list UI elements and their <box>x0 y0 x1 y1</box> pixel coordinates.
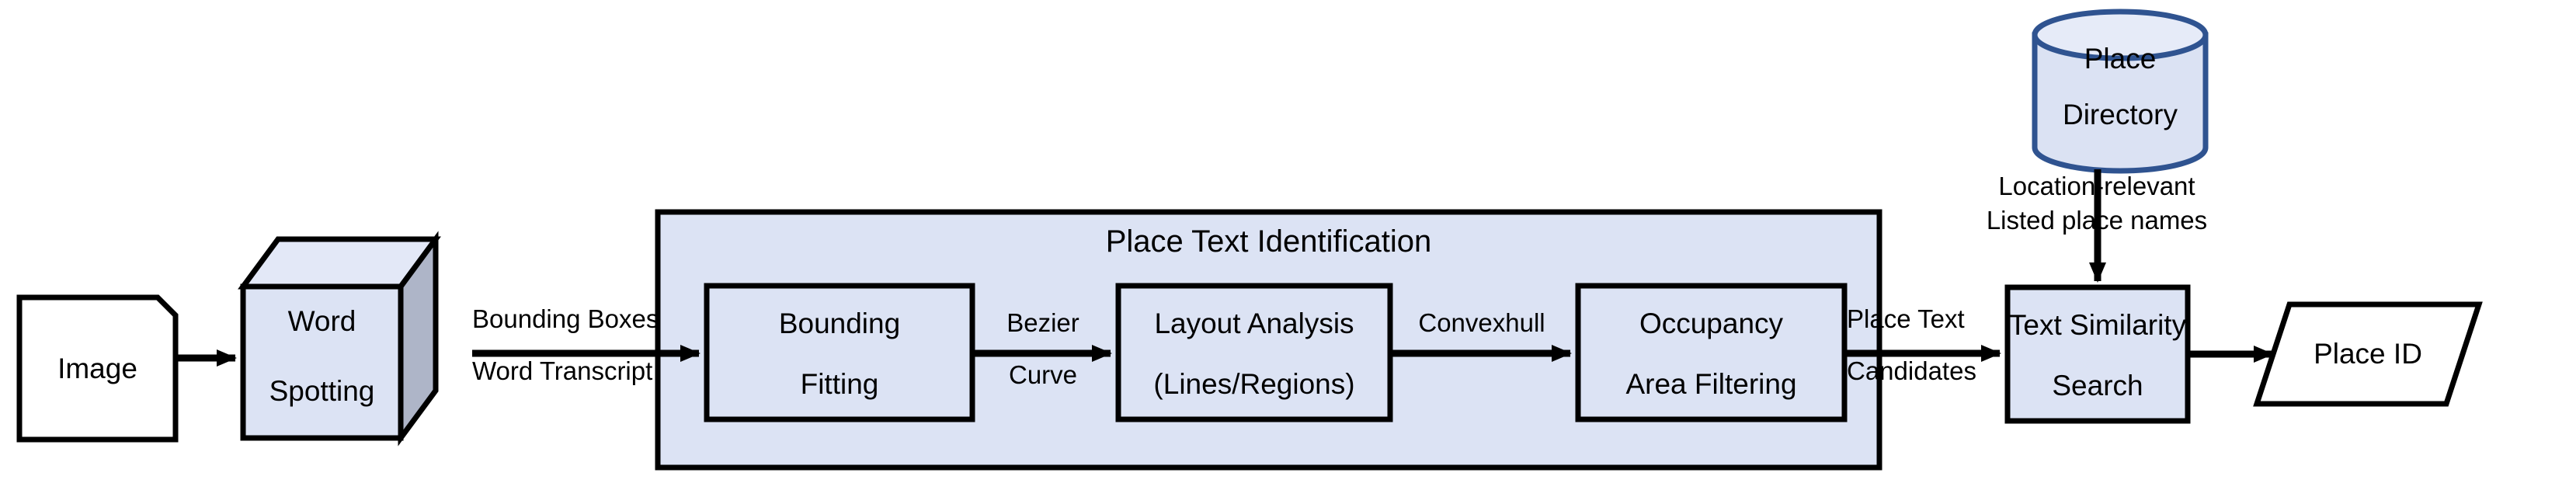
place-directory-cylinder-top <box>2032 9 2209 61</box>
occupancy-area-filtering-node-shape <box>1575 283 1848 422</box>
place-id-node-shape <box>2253 301 2483 407</box>
bounding-fitting-node-shape <box>704 283 975 422</box>
layout-analysis-node-shape <box>1115 283 1393 422</box>
image-node-shape <box>16 294 179 443</box>
text-similarity-search-node-shape <box>2004 284 2191 424</box>
word-spotting-cube-front <box>240 283 404 441</box>
place-directory-cylinder-body <box>2032 32 2209 174</box>
